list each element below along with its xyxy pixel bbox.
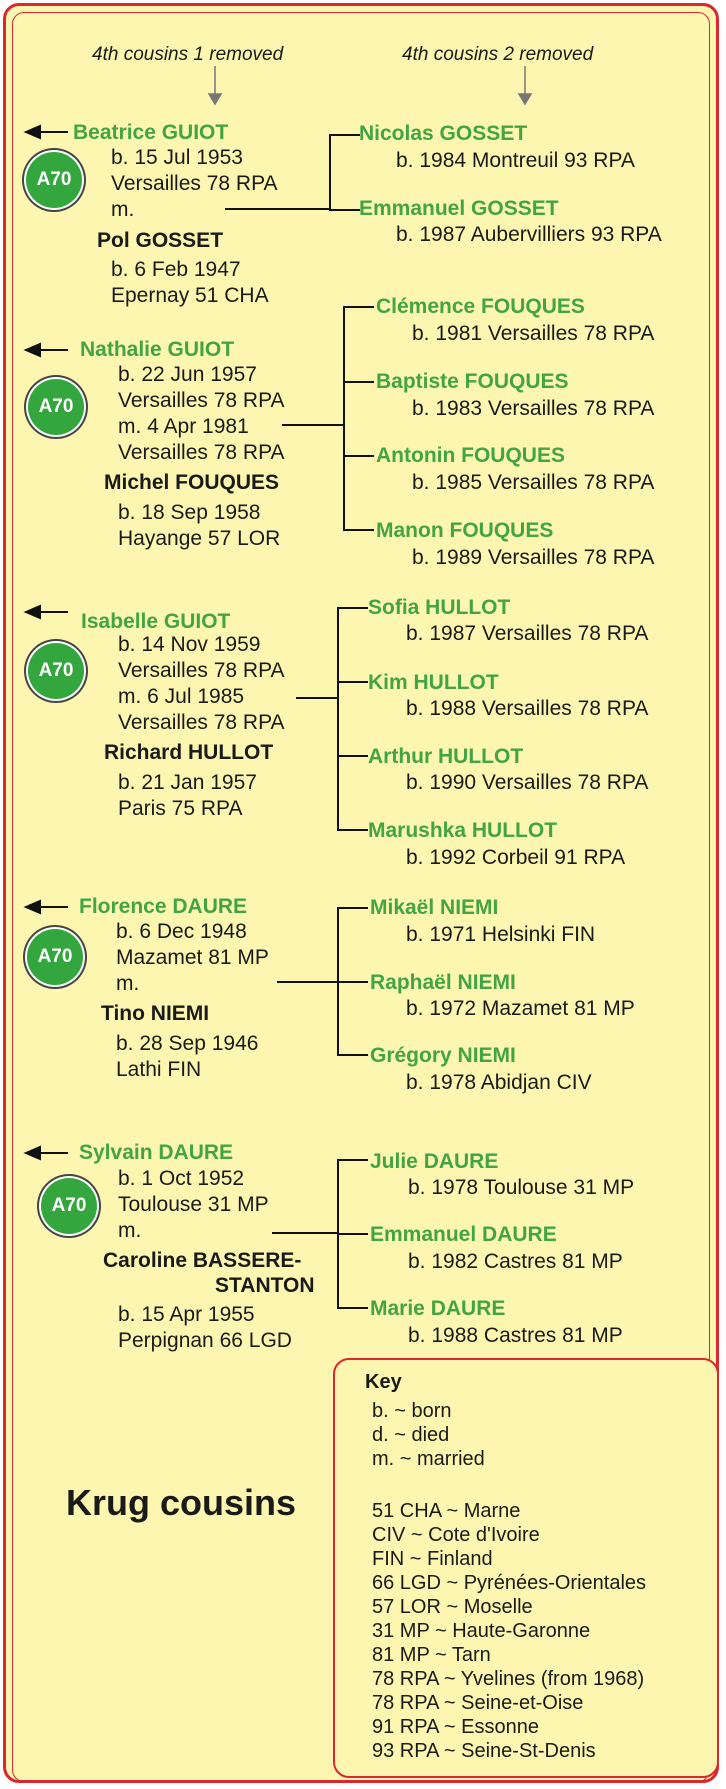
key-box: Key b. ~ born d. ~ died m. ~ married 51 … — [333, 1358, 719, 1778]
spouse-birth: b. 6 Feb 1947 — [111, 258, 241, 281]
cousin-name: Florence DAURE — [79, 895, 248, 918]
child-detail: b. 1984 Montreuil 93 RPA — [396, 149, 635, 172]
spouse-name: Pol GOSSET — [97, 229, 224, 252]
cousin-birth: b. 15 Jul 1953 — [111, 146, 243, 169]
child-detail: b. 1990 Versailles 78 RPA — [406, 771, 649, 794]
a70-badge: A70 — [27, 929, 83, 985]
cousin-place: Toulouse 31 MP — [118, 1193, 269, 1216]
child-detail: b. 1988 Castres 81 MP — [408, 1324, 623, 1347]
cousin-place: Mazamet 81 MP — [116, 946, 269, 969]
spouse-name: Tino NIEMI — [101, 1002, 210, 1025]
key-entry: FIN ~ Finland — [372, 1548, 493, 1570]
cousin-marriage: m. 6 Jul 1985 — [118, 685, 245, 708]
child-detail: b. 1985 Versailles 78 RPA — [412, 471, 655, 494]
child-name: Arthur HULLOT — [368, 745, 524, 768]
child-detail: b. 1971 Helsinki FIN — [406, 923, 596, 946]
cousin-marriage: m. — [111, 198, 135, 221]
child-detail: b. 1983 Versailles 78 RPA — [412, 397, 655, 420]
key-entry: 81 MP ~ Tarn — [372, 1644, 491, 1666]
key-entry: 66 LGD ~ Pyrénées-Orientales — [372, 1572, 647, 1594]
child-name: Nicolas GOSSET — [359, 122, 528, 145]
child-name: Antonin FOUQUES — [376, 444, 565, 467]
child-detail: b. 1992 Corbeil 91 RPA — [406, 846, 626, 869]
marriage-place: Versailles 78 RPA — [118, 711, 285, 734]
key-entry: CIV ~ Cote d'Ivoire — [372, 1524, 540, 1546]
family-tree-lines — [225, 134, 374, 1309]
spouse-place: Lathi FIN — [116, 1058, 202, 1081]
header-2nd-generation: 4th cousins 2 removed — [402, 44, 594, 65]
a70-badge: A70 — [26, 152, 82, 208]
child-name: Julie DAURE — [370, 1150, 499, 1173]
child-name: Emmanuel GOSSET — [359, 197, 559, 220]
header-arrows — [207, 66, 533, 106]
child-name: Grégory NIEMI — [370, 1044, 516, 1067]
cousin-place: Versailles 78 RPA — [118, 659, 285, 682]
spouse-place: Paris 75 RPA — [118, 797, 243, 820]
key-entry: m. ~ married — [372, 1448, 485, 1470]
cousin-name: Isabelle GUIOT — [81, 610, 231, 633]
child-detail: b. 1981 Versailles 78 RPA — [412, 322, 655, 345]
spouse-name: Caroline BASSERE- — [103, 1249, 302, 1272]
key-entry: 51 CHA ~ Marne — [372, 1500, 521, 1522]
key-entry: 93 RPA ~ Seine-St-Denis — [372, 1740, 596, 1762]
child-detail: b. 1982 Castres 81 MP — [408, 1250, 623, 1273]
cousin-name: Nathalie GUIOT — [80, 338, 235, 361]
cousin-place: Versailles 78 RPA — [118, 389, 285, 412]
cousin-marriage: m. — [118, 1219, 142, 1242]
child-detail: b. 1987 Aubervilliers 93 RPA — [396, 223, 662, 246]
child-detail: b. 1987 Versailles 78 RPA — [406, 622, 649, 645]
cousin-marriage: m. — [116, 972, 140, 995]
spouse-name: Richard HULLOT — [104, 741, 274, 764]
key-entry: 78 RPA ~ Seine-et-Oise — [372, 1692, 584, 1714]
marriage-place: Versailles 78 RPA — [118, 441, 285, 464]
spouse-place: Epernay 51 CHA — [111, 284, 269, 307]
spouse-place: Perpignan 66 LGD — [118, 1329, 292, 1352]
cousin-birth: b. 22 Jun 1957 — [118, 363, 257, 386]
key-entry: 91 RPA ~ Essonne — [372, 1716, 539, 1738]
child-detail: b. 1972 Mazamet 81 MP — [406, 997, 635, 1020]
child-name: Marie DAURE — [370, 1297, 506, 1320]
cousin-birth: b. 6 Dec 1948 — [116, 920, 247, 943]
key-entry: b. ~ born — [372, 1400, 452, 1422]
spouse-birth: b. 18 Sep 1958 — [118, 501, 261, 524]
child-detail: b. 1978 Abidjan CIV — [406, 1071, 592, 1094]
spouse-name: Michel FOUQUES — [104, 471, 280, 494]
page-title: Krug cousins — [66, 1482, 297, 1523]
cousin-place: Versailles 78 RPA — [111, 172, 278, 195]
ancestor-arrows — [23, 124, 68, 1161]
spouse-birth: b. 15 Apr 1955 — [118, 1303, 255, 1326]
a70-badge: A70 — [28, 379, 84, 435]
a70-badge: A70 — [41, 1178, 97, 1234]
cousin-name: Beatrice GUIOT — [73, 121, 229, 144]
child-name: Emmanuel DAURE — [370, 1223, 557, 1246]
child-name: Marushka HULLOT — [368, 819, 558, 842]
cousin-marriage: m. 4 Apr 1981 — [118, 415, 249, 438]
child-detail: b. 1978 Toulouse 31 MP — [408, 1176, 635, 1199]
child-detail: b. 1988 Versailles 78 RPA — [406, 697, 649, 720]
header-1st-generation: 4th cousins 1 removed — [92, 44, 284, 65]
key-entry: 57 LOR ~ Moselle — [372, 1596, 533, 1618]
spouse-birth: b. 28 Sep 1946 — [116, 1032, 259, 1055]
child-detail: b. 1989 Versailles 78 RPA — [412, 546, 655, 569]
child-name: Mikaël NIEMI — [370, 896, 499, 919]
child-name: Manon FOUQUES — [376, 519, 554, 542]
cousin-birth: b. 14 Nov 1959 — [118, 633, 261, 656]
child-name: Clémence FOUQUES — [376, 295, 585, 318]
child-name: Kim HULLOT — [368, 671, 499, 694]
key-entry: 78 RPA ~ Yvelines (from 1968) — [372, 1668, 645, 1690]
key-entry: d. ~ died — [372, 1424, 450, 1446]
spouse-place: Hayange 57 LOR — [118, 527, 281, 550]
inner-border — [12, 12, 710, 1782]
spouse-name-continued: STANTON — [215, 1274, 315, 1297]
cousin-name: Sylvain DAURE — [79, 1141, 234, 1164]
key-heading: Key — [365, 1371, 402, 1393]
cousin-birth: b. 1 Oct 1952 — [118, 1167, 245, 1190]
spouse-birth: b. 21 Jan 1957 — [118, 771, 257, 794]
child-name: Sofia HULLOT — [368, 596, 511, 619]
child-name: Raphaël NIEMI — [370, 971, 516, 994]
child-name: Baptiste FOUQUES — [376, 370, 569, 393]
key-entry: 31 MP ~ Haute-Garonne — [372, 1620, 591, 1642]
a70-badge: A70 — [28, 643, 84, 699]
